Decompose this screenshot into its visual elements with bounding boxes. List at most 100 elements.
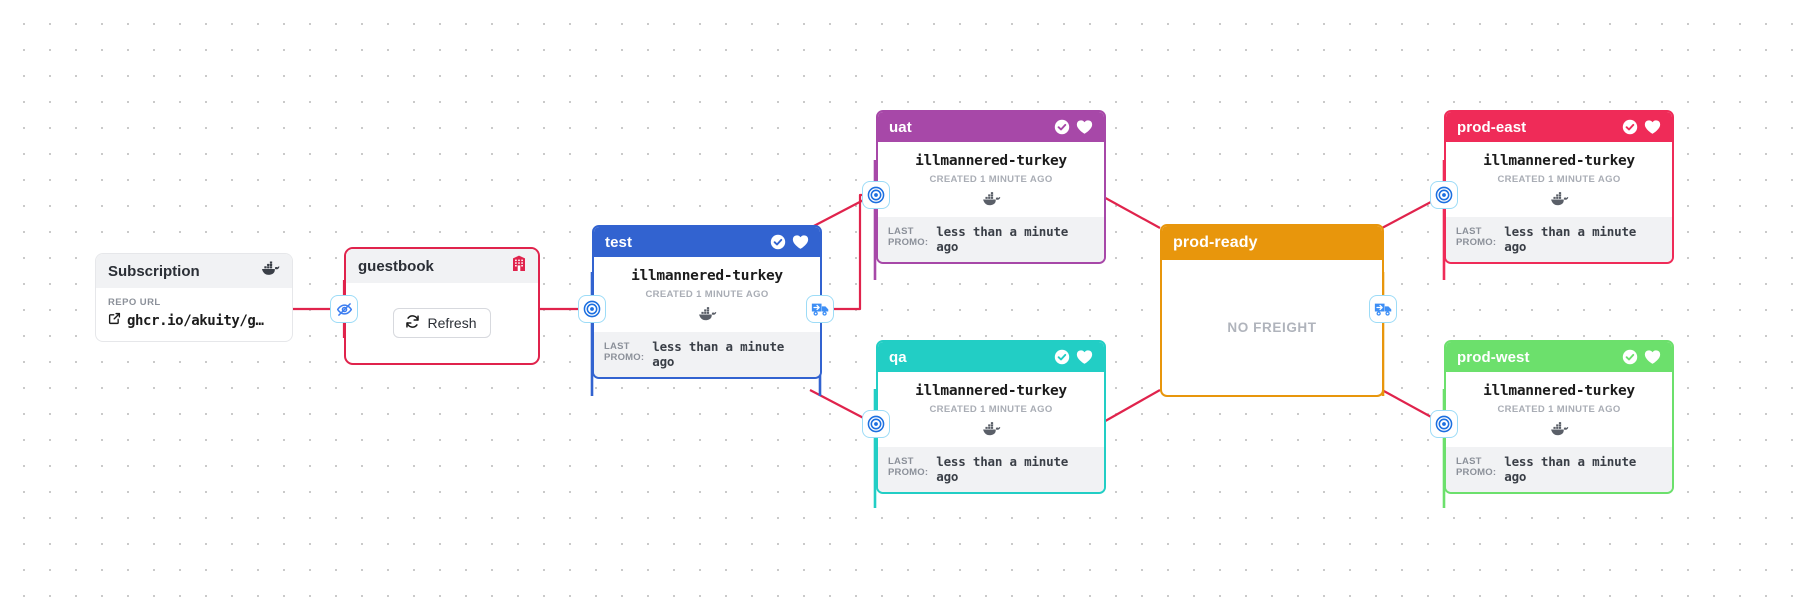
freight-name: illmannered-turkey — [915, 153, 1067, 169]
truck-icon — [1374, 301, 1393, 318]
freight-created: CREATED 1 MINUTE AGO — [929, 174, 1053, 185]
subscription-title: Subscription — [108, 262, 200, 280]
docker-icon — [1550, 192, 1569, 211]
refresh-button[interactable]: Refresh — [393, 308, 491, 338]
stage-header-qa: qa — [878, 342, 1104, 372]
repo-url-value: ghcr.io/akuity/g… — [127, 312, 264, 329]
check-circle-icon[interactable] — [1622, 119, 1638, 135]
stage-card-prod-east[interactable]: prod-east illmannered-turkey CREATED 1 M… — [1444, 110, 1674, 264]
last-promo-label: LAST PROMO: — [888, 226, 929, 248]
freight-created: CREATED 1 MINUTE AGO — [1497, 404, 1621, 415]
freight-created: CREATED 1 MINUTE AGO — [1497, 174, 1621, 185]
stage-card-prod-ready[interactable]: prod-ready NO FREIGHT — [1160, 224, 1384, 397]
stage-title-uat: uat — [889, 118, 912, 136]
stage-footer-prod-east: LAST PROMO: less than a minute ago — [1446, 217, 1672, 262]
check-circle-icon[interactable] — [1054, 119, 1070, 135]
repo-url-label: REPO URL — [108, 297, 161, 308]
check-circle-icon[interactable] — [770, 234, 786, 250]
docker-icon — [982, 192, 1001, 211]
stage-card-uat[interactable]: uat illmannered-turkey CREATED 1 MINUTE … — [876, 110, 1106, 264]
stage-footer-uat: LAST PROMO: less than a minute ago — [878, 217, 1104, 262]
stage-card-qa[interactable]: qa illmannered-turkey CREATED 1 MINUTE A… — [876, 340, 1106, 494]
freight-image-row — [1454, 192, 1664, 211]
bullseye-icon — [583, 300, 601, 318]
refresh-icon — [405, 314, 420, 332]
bullseye-icon — [1435, 186, 1453, 204]
repo-url-row[interactable]: ghcr.io/akuity/g… — [108, 312, 280, 329]
stage-footer-prod-west: LAST PROMO: less than a minute ago — [1446, 447, 1672, 492]
check-circle-icon[interactable] — [1622, 349, 1638, 365]
freight-image-row — [886, 192, 1096, 211]
stage-card-test[interactable]: test illmannered-turkey CREATED 1 MINUTE… — [592, 225, 822, 379]
external-link-icon — [108, 312, 121, 329]
qa-promote-badge[interactable] — [862, 410, 890, 438]
stage-header-prod-west: prod-west — [1446, 342, 1672, 372]
check-circle-icon[interactable] — [1054, 349, 1070, 365]
freight-image-row — [602, 307, 812, 326]
last-promo-value: less than a minute ago — [1504, 454, 1637, 484]
uat-promote-badge[interactable] — [862, 181, 890, 209]
eye-off-icon — [336, 301, 353, 318]
test-promote-downstream-badge[interactable] — [806, 295, 834, 323]
heart-icon[interactable] — [792, 234, 809, 250]
stage-title-prod-west: prod-west — [1457, 348, 1530, 366]
docker-icon — [698, 307, 717, 326]
stage-header-prod-east: prod-east — [1446, 112, 1672, 142]
subscription-card[interactable]: Subscription REPO URL — [96, 254, 292, 341]
heart-icon[interactable] — [1076, 119, 1093, 135]
subscription-header: Subscription — [96, 254, 292, 288]
last-promo-label: LAST PROMO: — [1456, 226, 1497, 248]
subscription-body: REPO URL ghcr.io/akuity/g… — [96, 288, 292, 341]
freight-name: illmannered-turkey — [915, 383, 1067, 399]
stage-header-uat: uat — [878, 112, 1104, 142]
truck-icon — [811, 301, 830, 318]
warehouse-title: guestbook — [358, 257, 434, 275]
stage-body-prod-east: illmannered-turkey CREATED 1 MINUTE AGO — [1446, 142, 1672, 217]
stage-title-prod-east: prod-east — [1457, 118, 1527, 136]
stage-footer-test: LAST PROMO: less than a minute ago — [594, 332, 820, 377]
warehouse-card[interactable]: guestbook — [344, 247, 540, 365]
docker-icon — [261, 261, 280, 281]
heart-icon[interactable] — [1076, 349, 1093, 365]
last-promo-label: LAST PROMO: — [1456, 456, 1497, 478]
stage-footer-qa: LAST PROMO: less than a minute ago — [878, 447, 1104, 492]
stage-header-prod-ready: prod-ready — [1162, 226, 1382, 260]
heart-icon[interactable] — [1644, 349, 1661, 365]
last-promo-label: LAST PROMO: — [888, 456, 929, 478]
test-promote-badge[interactable] — [578, 295, 606, 323]
stage-body-prod-west: illmannered-turkey CREATED 1 MINUTE AGO — [1446, 372, 1672, 447]
bullseye-icon — [1435, 415, 1453, 433]
heart-icon[interactable] — [1644, 119, 1661, 135]
freight-name: illmannered-turkey — [1483, 383, 1635, 399]
freight-created: CREATED 1 MINUTE AGO — [645, 289, 769, 300]
freight-name: illmannered-turkey — [1483, 153, 1635, 169]
stage-body-prod-ready: NO FREIGHT — [1162, 260, 1382, 395]
stage-body-test: illmannered-turkey CREATED 1 MINUTE AGO — [594, 257, 820, 332]
prod-west-promote-badge[interactable] — [1430, 410, 1458, 438]
refresh-label: Refresh — [427, 315, 477, 331]
warehouse-icon — [512, 255, 526, 277]
stage-body-uat: illmannered-turkey CREATED 1 MINUTE AGO — [878, 142, 1104, 217]
stage-title-test: test — [605, 233, 633, 251]
stage-card-prod-west[interactable]: prod-west illmannered-turkey CREATED 1 M… — [1444, 340, 1674, 494]
stage-title-qa: qa — [889, 348, 907, 366]
stage-body-qa: illmannered-turkey CREATED 1 MINUTE AGO — [878, 372, 1104, 447]
warehouse-body: Refresh — [346, 283, 538, 363]
last-promo-value: less than a minute ago — [936, 454, 1069, 484]
freight-image-row — [886, 422, 1096, 441]
subscription-hide-badge[interactable] — [330, 295, 358, 323]
prod-ready-promote-downstream-badge[interactable] — [1369, 295, 1397, 323]
last-promo-value: less than a minute ago — [936, 224, 1069, 254]
freight-created: CREATED 1 MINUTE AGO — [929, 404, 1053, 415]
freight-name: illmannered-turkey — [631, 268, 783, 284]
last-promo-label: LAST PROMO: — [604, 341, 645, 363]
bullseye-icon — [867, 186, 885, 204]
last-promo-value: less than a minute ago — [1504, 224, 1637, 254]
bullseye-icon — [867, 415, 885, 433]
prod-east-promote-badge[interactable] — [1430, 181, 1458, 209]
stage-title-prod-ready: prod-ready — [1173, 234, 1258, 251]
freight-image-row — [1454, 422, 1664, 441]
last-promo-value: less than a minute ago — [652, 339, 785, 369]
docker-icon — [1550, 422, 1569, 441]
